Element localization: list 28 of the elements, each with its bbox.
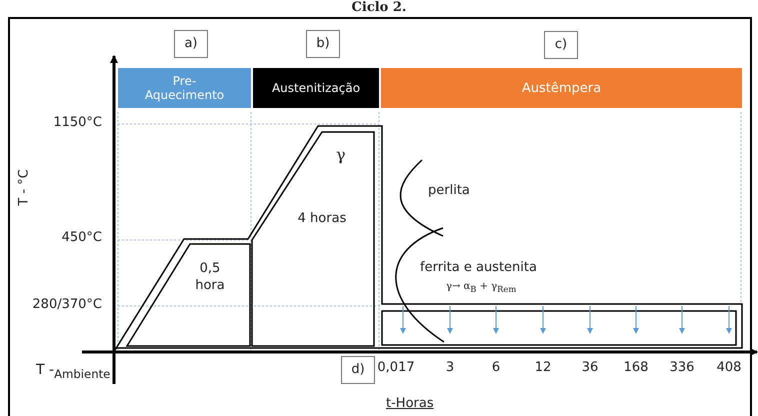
label-box: b) bbox=[306, 30, 340, 58]
phase-band: Austenitização bbox=[253, 68, 379, 108]
duration-label: 0,5 hora bbox=[194, 260, 226, 294]
label-box: d) bbox=[341, 356, 375, 384]
axis-tick-label: 280/370°C bbox=[31, 297, 102, 312]
axis-tick-label: 450°C bbox=[60, 230, 102, 245]
label-box: c) bbox=[544, 31, 578, 59]
phase-label: ferrita e austenita bbox=[420, 260, 537, 275]
axis-tick-label: 6 bbox=[490, 360, 502, 375]
axis-tick-label: 36 bbox=[580, 360, 600, 375]
axis-tick-label: 408 bbox=[716, 360, 742, 375]
phase-band: Austêmpera bbox=[381, 68, 742, 108]
phase-band: Pre- Aquecimento bbox=[118, 68, 251, 108]
axis-tick-label: 12 bbox=[534, 360, 552, 375]
axis-tick-label: 1150°C bbox=[52, 115, 102, 130]
axis-tick-label: 0,017 bbox=[376, 360, 416, 375]
reaction-formula: γ→ α$_{B}$ + γ$_{Rem}$ bbox=[446, 281, 516, 294]
axis-tick-label: 168 bbox=[622, 360, 650, 375]
axis-tick-label: T -$_{Ambiente}$ bbox=[36, 362, 110, 381]
phase-symbol: γ bbox=[336, 145, 346, 164]
duration-label: 4 horas bbox=[296, 210, 348, 227]
axis-title: t-Horas bbox=[386, 396, 434, 411]
axis-tick-label: 336 bbox=[668, 360, 696, 375]
phase-label: perlita bbox=[428, 183, 470, 198]
diagram-title: Ciclo 2. bbox=[350, 0, 408, 15]
label-box: a) bbox=[174, 30, 208, 58]
axis-tick-label: 3 bbox=[444, 360, 456, 375]
axis-title: T - °C bbox=[16, 169, 32, 206]
